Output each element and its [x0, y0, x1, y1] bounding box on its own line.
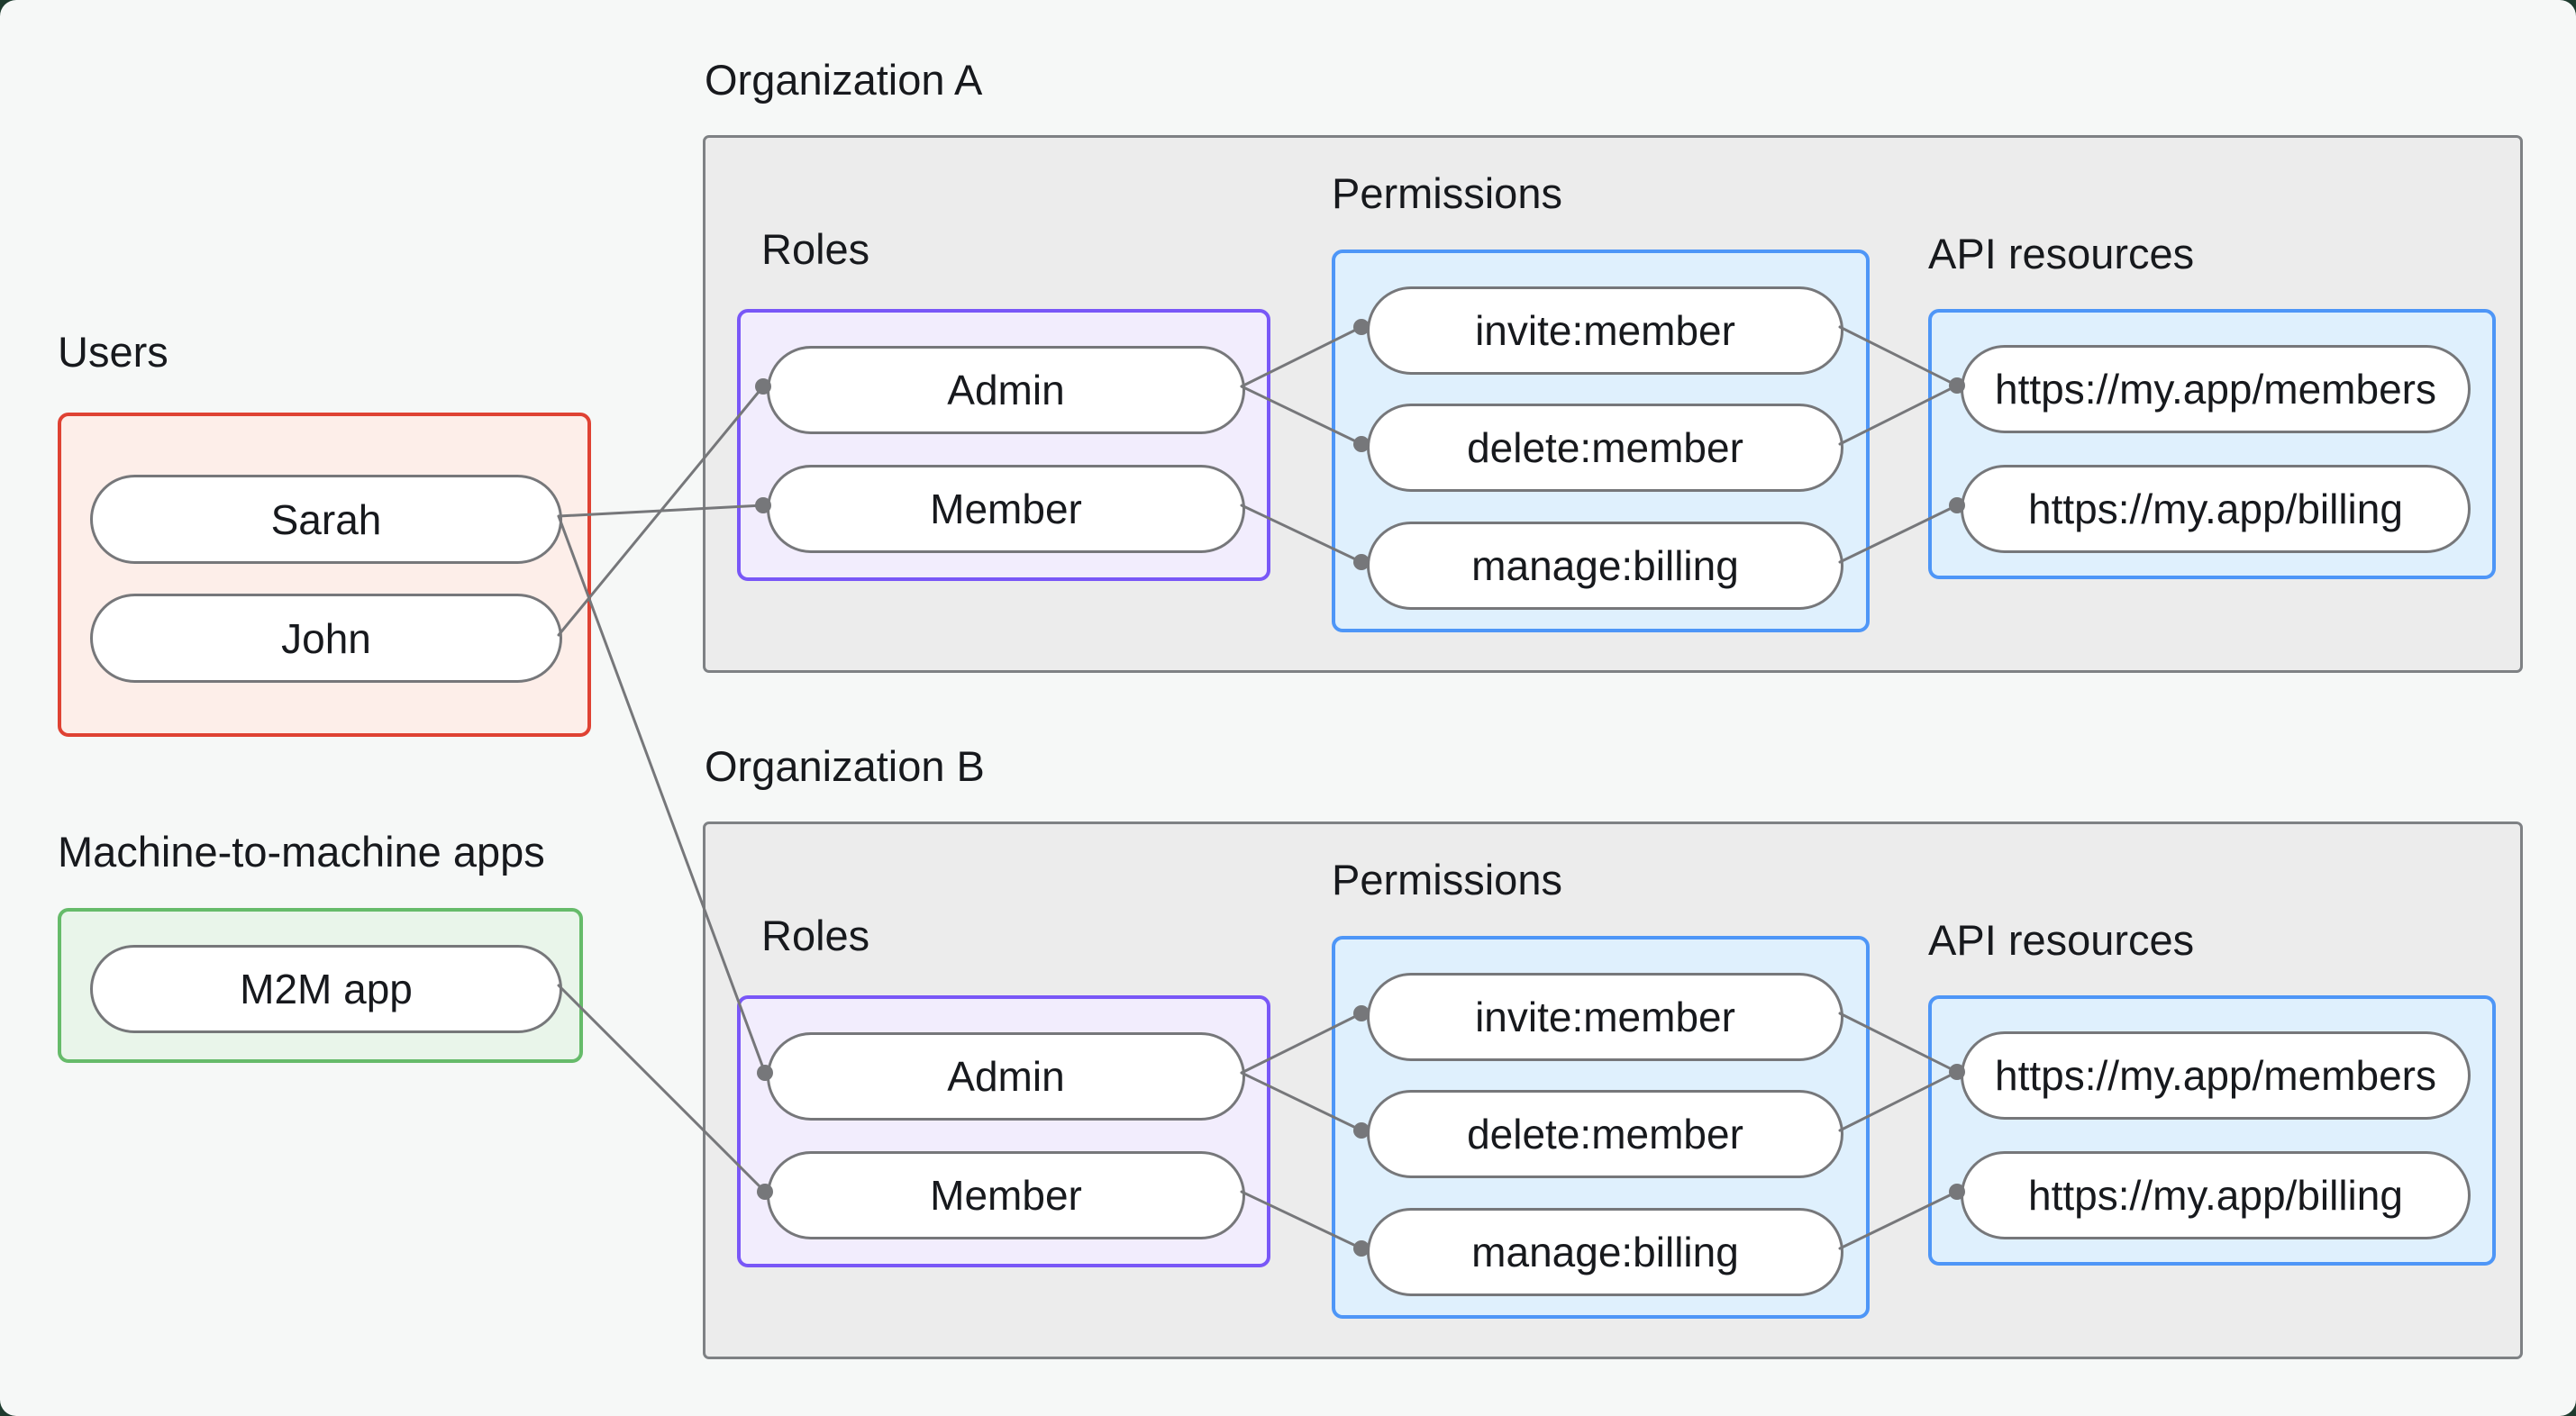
org-a-roles-label: Roles — [761, 225, 870, 273]
api-resource-pill-billing: https://my.app/billing — [1961, 465, 2471, 553]
permission-pill-delete: delete:member — [1367, 1090, 1843, 1178]
role-pill-admin: Admin — [767, 1032, 1245, 1121]
org-b-roles-label: Roles — [761, 912, 870, 959]
api-resource-pill-members: https://my.app/members — [1961, 1031, 2471, 1120]
api-resource-pill-members: https://my.app/members — [1961, 345, 2471, 433]
org-a-api-resources-box: https://my.app/members https://my.app/bi… — [1928, 309, 2496, 579]
m2m-app-pill: M2M app — [90, 945, 562, 1033]
org-a-roles-box: Admin Member — [737, 309, 1270, 581]
org-b-roles-box: Admin Member — [737, 995, 1270, 1267]
org-b-section: Organization B Roles Admin Member Permis… — [703, 744, 2523, 1359]
users-group-box: Sarah John — [58, 413, 591, 737]
org-a-permissions-box: invite:member delete:member manage:billi… — [1332, 250, 1870, 632]
org-b-api-resources-box: https://my.app/members https://my.app/bi… — [1928, 995, 2496, 1266]
m2m-group-box: M2M app — [58, 908, 583, 1063]
permission-pill-invite: invite:member — [1367, 286, 1843, 375]
role-pill-member: Member — [767, 1151, 1245, 1239]
user-pill-john: John — [90, 594, 562, 683]
org-b-permissions-box: invite:member delete:member manage:billi… — [1332, 936, 1870, 1319]
org-a-title: Organization A — [705, 56, 983, 104]
org-a-api-resources-label: API resources — [1928, 230, 2195, 277]
permission-pill-invite: invite:member — [1367, 973, 1843, 1061]
org-a-section: Organization A Roles Admin Member Permis… — [703, 58, 2523, 673]
org-a-permissions-label: Permissions — [1332, 169, 1562, 217]
user-pill-sarah: Sarah — [90, 475, 562, 564]
permission-pill-delete: delete:member — [1367, 404, 1843, 492]
role-pill-member: Member — [767, 465, 1245, 553]
permission-pill-manage: manage:billing — [1367, 522, 1843, 610]
m2m-group-label: Machine-to-machine apps — [58, 828, 545, 876]
users-group-label: Users — [58, 328, 168, 376]
org-b-title: Organization B — [705, 742, 985, 790]
org-b-permissions-label: Permissions — [1332, 856, 1562, 903]
api-resource-pill-billing: https://my.app/billing — [1961, 1151, 2471, 1239]
org-b-api-resources-label: API resources — [1928, 916, 2195, 964]
permission-pill-manage: manage:billing — [1367, 1208, 1843, 1296]
role-pill-admin: Admin — [767, 346, 1245, 434]
